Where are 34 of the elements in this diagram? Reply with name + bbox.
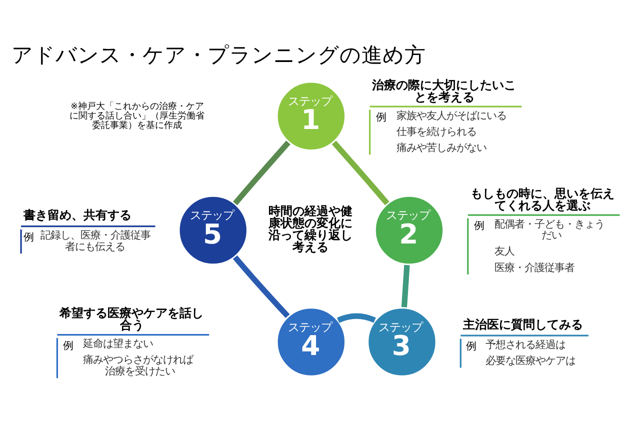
node-circle: ステップ 2	[373, 194, 445, 266]
node-label: 記録し、医療・介護従事者にも伝える	[40, 229, 150, 252]
node-circle: ステップ 5	[177, 194, 249, 266]
node-label: 例	[474, 219, 484, 232]
node-label: 友人	[494, 245, 514, 258]
connector	[232, 254, 290, 318]
node-label: 家族や友人がそばにいる	[396, 109, 506, 122]
node-circle: ステップ 4	[275, 306, 347, 378]
node-label: 痛みや苦しみがない	[396, 142, 486, 154]
connector	[233, 140, 290, 205]
node-text: 時間の経過や健康状態の変化に沿って繰り返し考える	[268, 204, 353, 254]
node-label: 配偶者・子ども・きょうだい	[494, 218, 604, 242]
connector	[332, 140, 390, 205]
node-label: 例	[376, 110, 386, 123]
node-label: 痛みやつらさがなければ治療を受けたい	[82, 354, 193, 377]
connector	[401, 264, 410, 307]
label: ※神戸大「これからの治療・ケアに関する話し合い」（厚生労働省委託事業）を基に作成	[70, 101, 205, 131]
node-label: 例	[23, 230, 34, 243]
node-label: 予想される経過は	[486, 338, 566, 350]
node-label: 仕事を続けられる	[396, 125, 476, 138]
node-label: 主治医に質問してみる	[463, 316, 584, 331]
node-label: 例	[62, 339, 73, 352]
node-circle: ステップ 1	[275, 80, 347, 152]
node-label: 例	[466, 340, 476, 352]
connector	[337, 312, 376, 322]
node-label: 書き留め、共有する	[23, 208, 132, 222]
diagram-title: アドバンス・ケア・プランニングの進め方	[12, 42, 426, 67]
node-label: 希望する医療やケアを話し合う	[60, 306, 204, 332]
node-label: もしもの時に、思いを伝えてくれる人を選ぶ	[470, 186, 614, 212]
node-label: 医療・介護従事者	[494, 261, 574, 274]
node-label: 必要な医療やケアは	[486, 354, 576, 367]
node-circle: ステップ 3	[366, 306, 438, 378]
node-label: 治療の際に大切にしたいことを考える	[372, 77, 516, 104]
node-label: 延命は望まない	[82, 338, 153, 350]
